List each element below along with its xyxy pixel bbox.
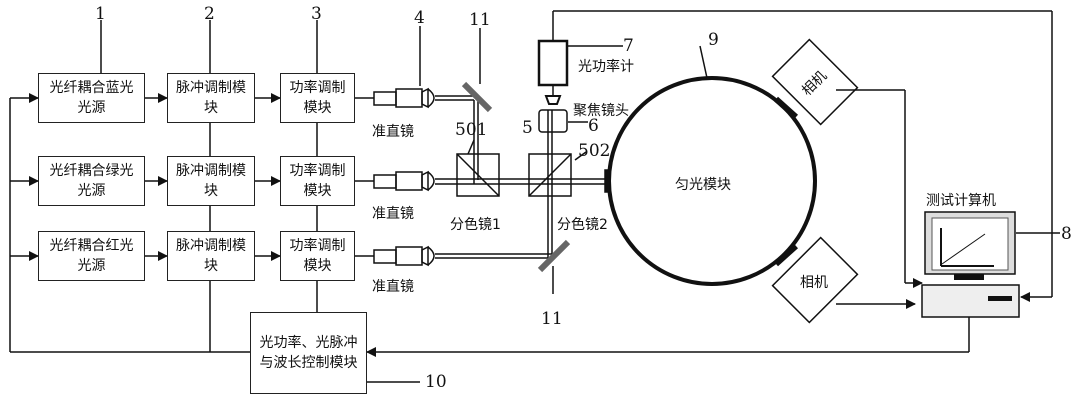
ref-11-top: 11 [469, 10, 491, 30]
ref-501: 501 [455, 120, 488, 140]
power-meter-label: 光功率计 [578, 59, 634, 75]
integrating-module-label: 匀光模块 [675, 177, 731, 193]
computer-icon [921, 211, 1020, 318]
controller-box: 光功率、光脉冲与波长控制模块 [250, 312, 367, 394]
pulse-module-box: 脉冲调制模块 [167, 73, 255, 123]
ref-7: 7 [623, 36, 634, 56]
power-module-box: 功率调制模块 [280, 73, 355, 123]
ref-8: 8 [1061, 224, 1072, 244]
ref-1: 1 [95, 4, 106, 24]
ref-6: 6 [588, 116, 599, 136]
ref-9: 9 [708, 30, 719, 50]
computer-label: 测试计算机 [926, 193, 996, 209]
dichroic-1-label: 分色镜1 [450, 217, 501, 233]
collimator-label: 准直镜 [372, 206, 414, 222]
focus-lens-label: 聚焦镜头 [573, 103, 629, 119]
green-source-box: 光纤耦合绿光光源 [38, 156, 145, 206]
ref-3: 3 [311, 4, 322, 24]
red-source-box: 光纤耦合红光光源 [38, 231, 145, 281]
power-module-box: 功率调制模块 [280, 231, 355, 281]
blue-source-box: 光纤耦合蓝光光源 [38, 73, 145, 123]
ref-502: 502 [578, 141, 611, 161]
dichroic-2-label: 分色镜2 [557, 217, 608, 233]
power-module-box: 功率调制模块 [280, 156, 355, 206]
collimator-label: 准直镜 [372, 124, 414, 140]
ref-11-bottom: 11 [541, 309, 563, 329]
pulse-module-box: 脉冲调制模块 [167, 231, 255, 281]
pulse-module-box: 脉冲调制模块 [167, 156, 255, 206]
ref-4: 4 [414, 8, 425, 28]
ref-2: 2 [204, 4, 215, 24]
camera-label-bottom: 相机 [800, 275, 828, 291]
collimator-label: 准直镜 [372, 279, 414, 295]
ref-5: 5 [522, 118, 533, 138]
ref-10: 10 [425, 372, 447, 392]
